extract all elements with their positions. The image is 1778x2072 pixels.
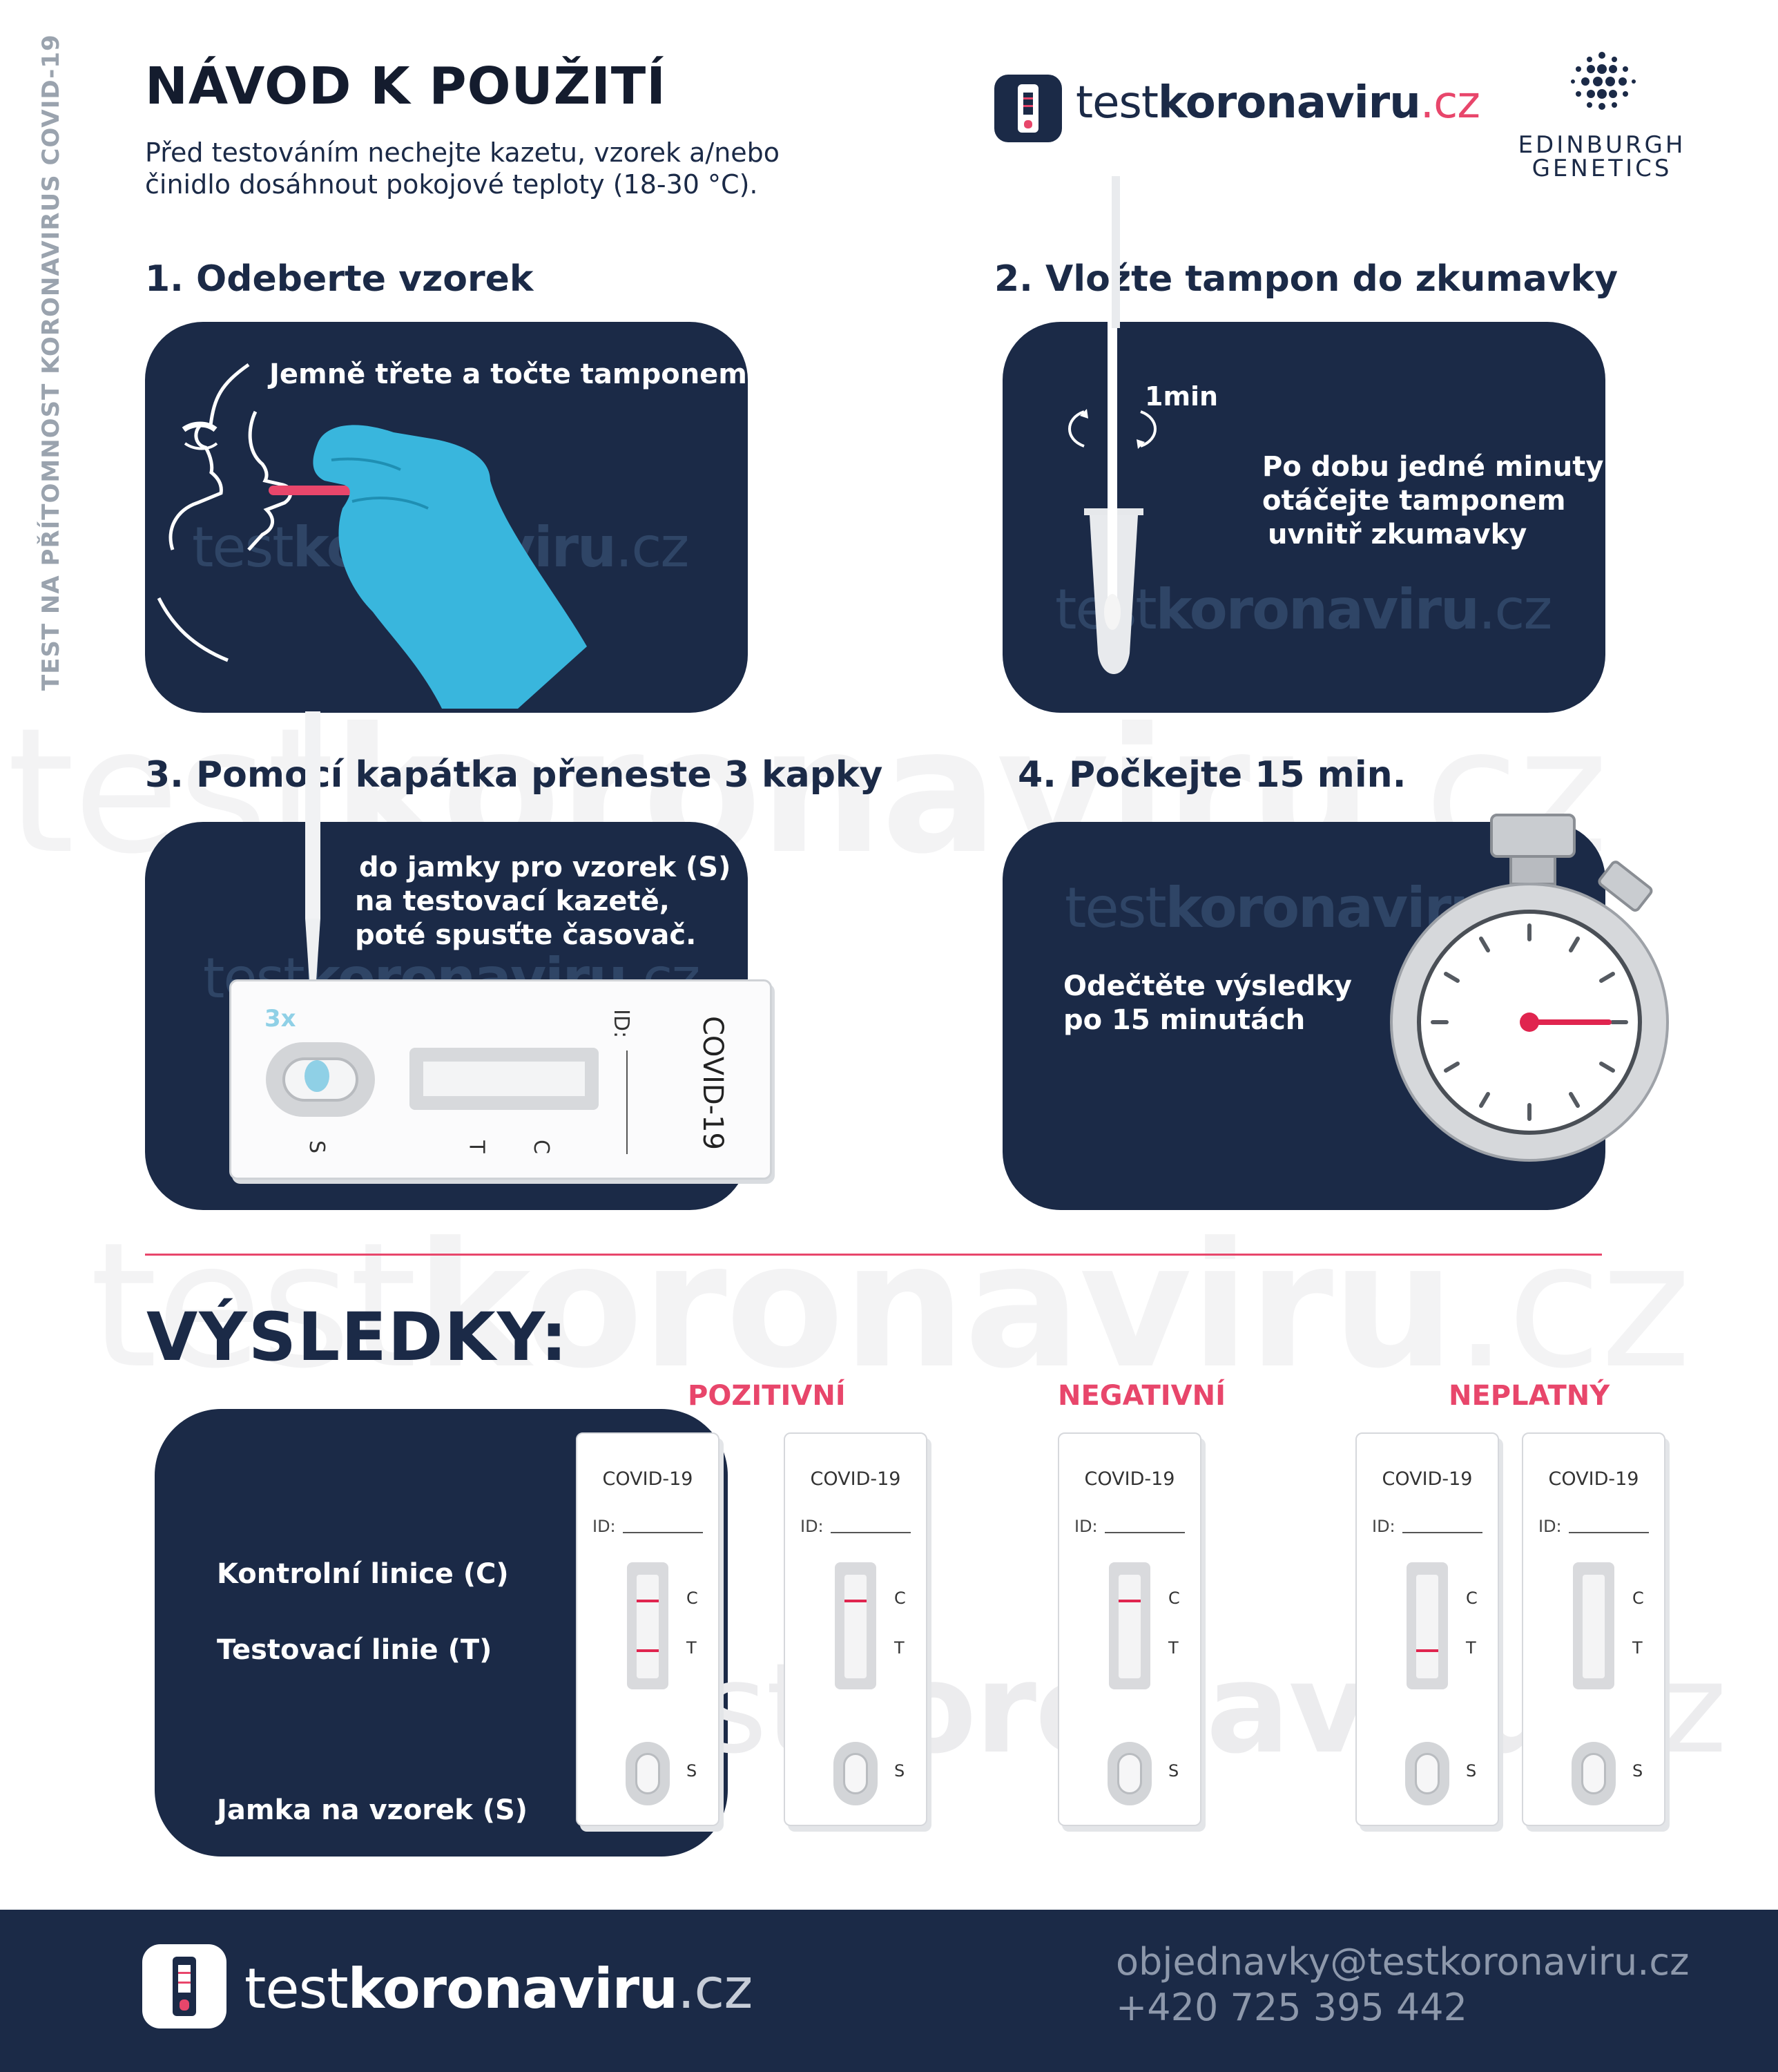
control-line bbox=[637, 1600, 659, 1602]
step-4-text-line1: Odečtěte výsledky bbox=[1063, 970, 1353, 1002]
result-window bbox=[1407, 1562, 1448, 1689]
result-window bbox=[835, 1562, 876, 1689]
result-window bbox=[409, 1048, 599, 1110]
footer: testkoronaviru.cz objednavky@testkoronav… bbox=[0, 1910, 1778, 2072]
step-4-heading: 4. Počkejte 15 min. bbox=[1018, 754, 1407, 796]
step-2-timer: 1min bbox=[1145, 381, 1219, 412]
legend-test-line: Testovací linie (T) bbox=[217, 1634, 492, 1666]
step-3-text-line1: do jamky pro vzorek (S) bbox=[359, 852, 731, 883]
test-line bbox=[1416, 1649, 1438, 1652]
partner-name-line2: GENETICS bbox=[1531, 155, 1672, 182]
results-title: VÝSLEDKY: bbox=[146, 1298, 569, 1376]
partner-logo: EDINBURGH GENETICS bbox=[1505, 47, 1699, 185]
partner-name-line1: EDINBURGH bbox=[1518, 131, 1686, 159]
legend-control-line: Kontrolní linice (C) bbox=[217, 1558, 509, 1590]
stopwatch-icon bbox=[1390, 814, 1669, 1162]
footer-phone-link[interactable]: +420 725 395 442 bbox=[1116, 1986, 1468, 2029]
swab-stick bbox=[1112, 176, 1120, 328]
step-4-text-line2: po 15 minutách bbox=[1063, 1004, 1306, 1036]
background-watermark: testkoronaviru.cz bbox=[90, 1205, 1691, 1406]
side-label: TEST NA PŘÍTOMNOST KORONAVIRUS COVID-19 bbox=[37, 34, 65, 691]
control-line bbox=[844, 1600, 867, 1602]
tube-illustration bbox=[1068, 322, 1157, 674]
control-line bbox=[1119, 1600, 1141, 1602]
cassette-id: ID: bbox=[609, 1009, 633, 1039]
cassette-label-t: T bbox=[464, 1140, 489, 1153]
cassette-label-s: S bbox=[305, 1140, 329, 1154]
step-3-text-line2: na testovací kazetě, bbox=[355, 885, 670, 917]
footer-logo-text: testkoronaviru.cz bbox=[244, 1957, 753, 2021]
sample-well bbox=[1405, 1742, 1449, 1805]
section-divider bbox=[145, 1254, 1602, 1256]
sample-well bbox=[1572, 1742, 1616, 1805]
sample-well bbox=[833, 1742, 878, 1805]
step-1-heading: 1. Odeberte vzorek bbox=[145, 258, 534, 300]
brand-logo-text: testkoronaviru.cz bbox=[1076, 77, 1480, 128]
partner-dots-icon bbox=[1571, 52, 1636, 110]
dropper bbox=[302, 711, 323, 1040]
cassette-id-line bbox=[626, 1051, 628, 1154]
result-cassette-invalid-2: COVID-19 ID: C T S bbox=[1522, 1432, 1665, 1826]
result-window bbox=[1109, 1562, 1150, 1689]
result-cassette-negative: COVID-19 ID: C T S bbox=[1058, 1432, 1201, 1826]
page-title: NÁVOD K POUŽITÍ bbox=[145, 57, 666, 116]
result-label-positive: POZITIVNÍ bbox=[688, 1380, 846, 1412]
test-line bbox=[637, 1649, 659, 1652]
step-3-heading: 3. Pomocí kapátka přeneste 3 kapky bbox=[145, 754, 883, 796]
result-cassette-positive-1: COVID-19 ID: C T S bbox=[576, 1432, 719, 1826]
step-1-card: testkoronaviru.cz Jemně třete a točte ta… bbox=[145, 322, 748, 713]
face-swab-illustration bbox=[157, 363, 587, 709]
result-window bbox=[627, 1562, 668, 1689]
result-cassette-positive-2: COVID-19 ID: C T S bbox=[784, 1432, 927, 1826]
footer-email-link[interactable]: objednavky@testkoronaviru.cz bbox=[1116, 1940, 1690, 1984]
cassette-label-c: C bbox=[528, 1140, 553, 1154]
sample-well bbox=[266, 1042, 375, 1117]
sample-well bbox=[626, 1742, 670, 1805]
step-1-text: Jemně třete a točte tamponem bbox=[269, 358, 747, 390]
step-2-card: testkoronaviru.cz 1min Po dobu jedné min… bbox=[1003, 322, 1605, 713]
step-2-text-line1: Po dobu jedné minuty bbox=[1262, 451, 1604, 483]
result-label-negative: NEGATIVNÍ bbox=[1058, 1380, 1226, 1412]
sample-well bbox=[1108, 1742, 1152, 1805]
brand-logo-icon bbox=[994, 75, 1062, 142]
result-window bbox=[1573, 1562, 1614, 1689]
card-watermark: testkoronaviru.cz bbox=[1055, 577, 1552, 642]
result-label-invalid: NEPLATNÝ bbox=[1449, 1380, 1610, 1412]
cassette-name: COVID-19 bbox=[697, 1016, 728, 1151]
step-3-text-line3: poté spusťte časovač. bbox=[355, 919, 697, 951]
step-2-text-line2: otáčejte tamponem bbox=[1262, 485, 1566, 517]
big-test-cassette: 3x S T C ID: COVID-19 bbox=[229, 979, 772, 1180]
intro-text: Před testováním nechejte kazetu, vzorek … bbox=[145, 137, 780, 200]
footer-logo-icon bbox=[142, 1944, 226, 2028]
step-2-text-line3: uvnitř zkumavky bbox=[1268, 519, 1527, 550]
step-2-heading: 2. Vložte tampon do zkumavky bbox=[994, 258, 1618, 300]
result-cassette-invalid-1: COVID-19 ID: C T S bbox=[1355, 1432, 1499, 1826]
drop-count: 3x bbox=[264, 1005, 296, 1033]
legend-sample-well: Jamka na vzorek (S) bbox=[217, 1794, 528, 1826]
